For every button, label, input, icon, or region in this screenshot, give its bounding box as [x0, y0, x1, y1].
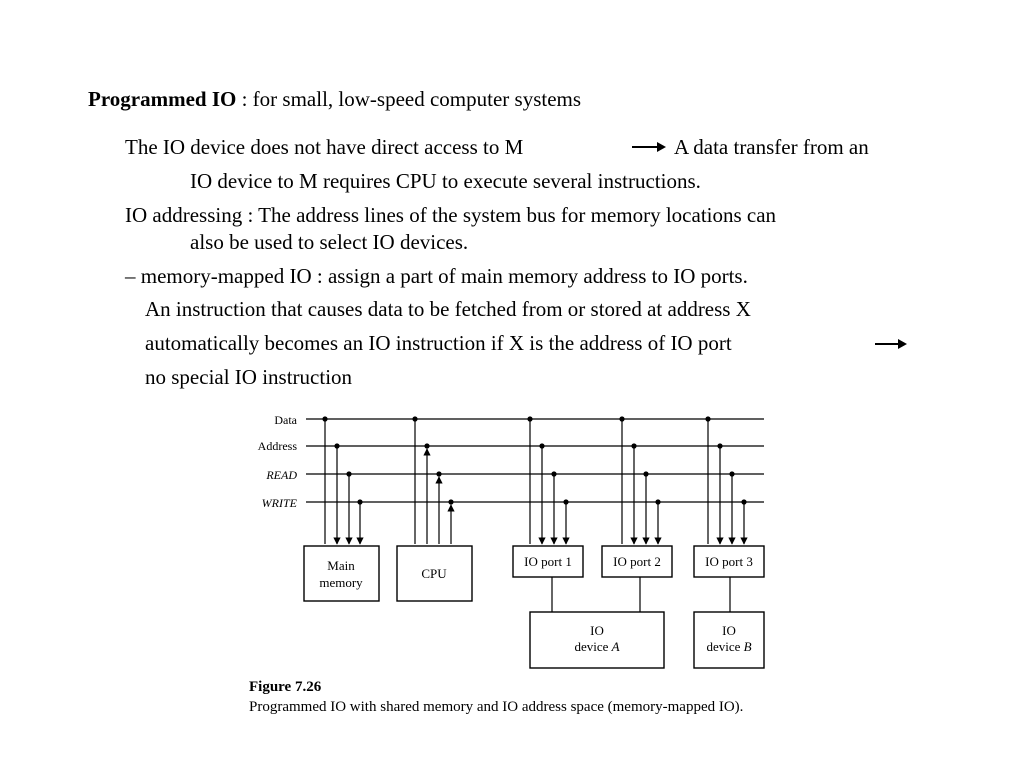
body-line-1b: A data transfer from an — [674, 135, 869, 159]
bus-label-data: Data — [274, 413, 297, 427]
cpu-block — [396, 545, 473, 602]
main-memory-label-1: Main — [327, 558, 355, 573]
cpu-label: CPU — [421, 566, 447, 581]
io-port-3-block — [693, 545, 765, 578]
right-arrow-icon — [632, 142, 666, 152]
io-port-2-label: IO port 2 — [613, 554, 661, 569]
body-line-4: also be used to select IO devices. — [190, 230, 469, 254]
io-device-b-label-2: device B — [706, 639, 751, 654]
io-port-1-block — [512, 545, 584, 578]
body-line-5: – memory-mapped IO : assign a part of ma… — [125, 264, 748, 288]
io-device-a-label-2: device A — [574, 639, 619, 654]
io-port-3-label: IO port 3 — [705, 554, 753, 569]
memory-mapped-io-diagram: Data Address READ WRITE — [258, 413, 765, 669]
figure-caption-title: Figure 7.26 — [249, 679, 322, 695]
title-bold: Programmed IO — [88, 87, 237, 111]
main-memory-block — [303, 545, 380, 602]
io-port-1-label: IO port 1 — [524, 554, 572, 569]
body-line-1: The IO device does not have direct acces… — [125, 135, 524, 159]
io-device-b-label-1: IO — [722, 623, 736, 638]
body-line-7: automatically becomes an IO instruction … — [145, 331, 732, 355]
main-memory-label-2: memory — [319, 575, 363, 590]
body-line-2: IO device to M requires CPU to execute s… — [190, 169, 701, 193]
io-device-a-block — [529, 611, 665, 669]
system-bus — [306, 418, 764, 503]
body-line-8: no special IO instruction — [145, 365, 353, 389]
right-arrow-icon — [875, 339, 907, 349]
figure-caption-text: Programmed IO with shared memory and IO … — [249, 699, 744, 715]
bus-label-address: Address — [258, 439, 298, 453]
io-device-b-block — [693, 611, 765, 669]
io-device-a-label-1: IO — [590, 623, 604, 638]
bus-label-read: READ — [265, 468, 297, 482]
title-rest: : for small, low-speed computer systems — [236, 87, 582, 111]
body-line-3: IO addressing : The address lines of the… — [125, 203, 777, 227]
body-line-6: An instruction that causes data to be fe… — [145, 297, 751, 321]
io-port-2-block — [601, 545, 673, 578]
slide-title: Programmed IO : for small, low-speed com… — [88, 87, 581, 111]
bus-label-write: WRITE — [262, 496, 298, 510]
bus-junction-dots — [322, 416, 747, 505]
